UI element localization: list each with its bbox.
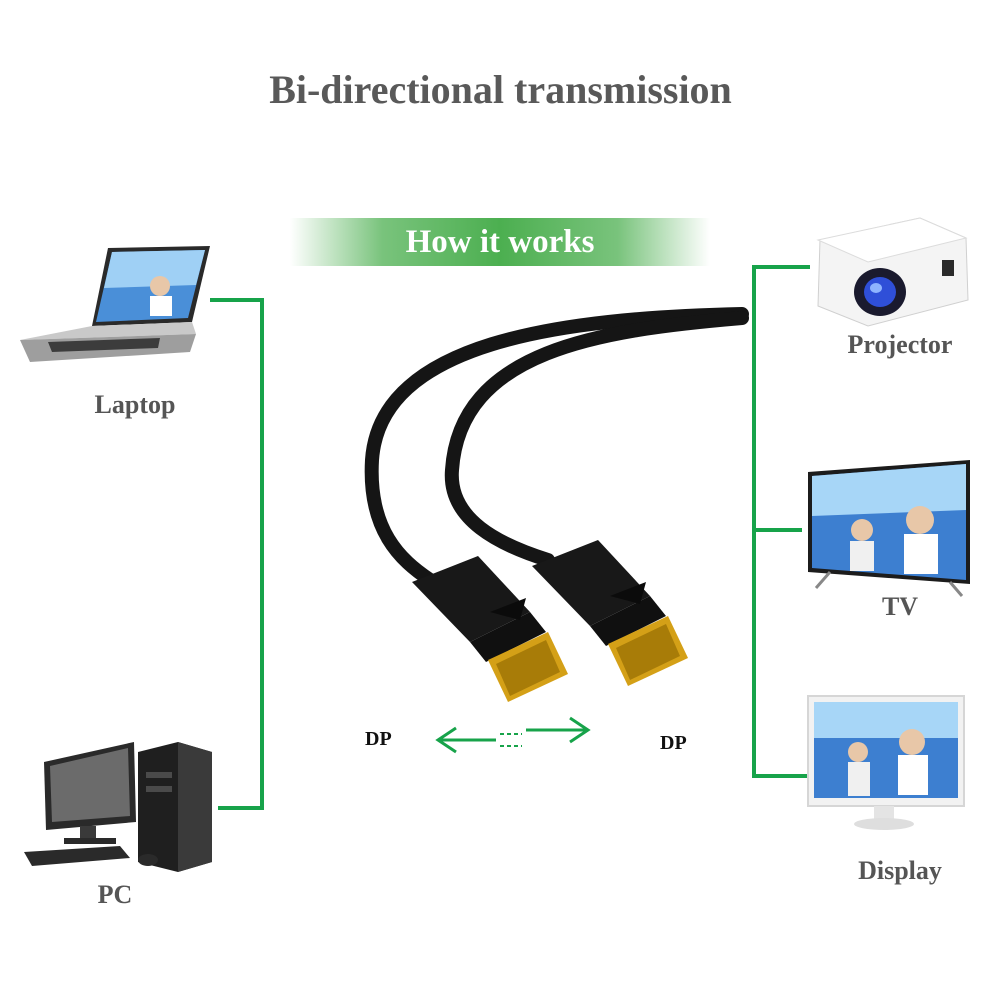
left-dp-label: DP [365,728,392,750]
how-it-works-banner [290,218,710,266]
projector-icon [816,217,969,327]
right-dp-plug [532,540,688,686]
how-it-works-text: How it works [405,224,595,260]
display-label: Display [858,856,942,885]
page-title: Bi-directional transmission [269,67,732,112]
left-connector-line [210,298,264,810]
tv-icon [808,460,970,597]
left-dp-plug [412,556,568,702]
laptop-icon [20,246,210,362]
pc-icon [24,742,212,872]
right-dp-label: DP [660,732,687,754]
pc-label: PC [97,880,133,909]
tv-label: TV [881,592,919,621]
bidirectional-arrow-icon [435,716,591,754]
display-icon [807,695,965,830]
right-connector-line [752,265,810,778]
laptop-label: Laptop [94,390,176,419]
dp-cable-icon [364,307,749,702]
projector-label: Projector [847,330,953,359]
